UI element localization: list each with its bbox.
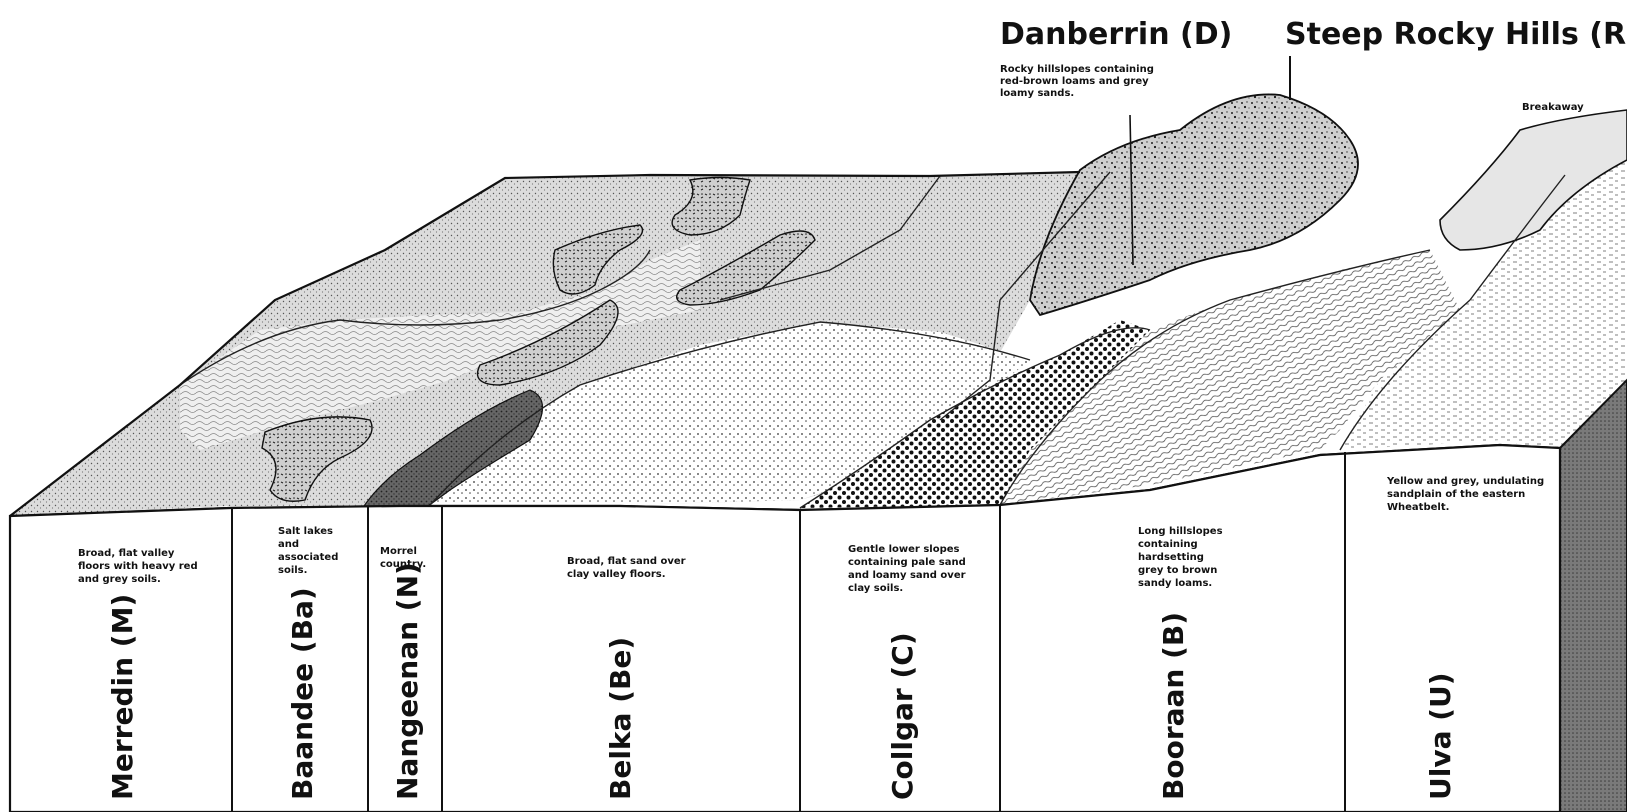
- breakaway-label: Breakaway: [1522, 102, 1584, 113]
- unit-label-belka: Belka (Be): [604, 637, 637, 800]
- unit-label-merredin: Merredin (M): [106, 594, 139, 800]
- steep-rocky-hills-title: Steep Rocky Hills (R): [1285, 17, 1627, 52]
- block-side-face: [1560, 380, 1627, 812]
- danberrin-description: Rocky hillslopes containing red-brown lo…: [1000, 64, 1157, 99]
- danberrin-title: Danberrin (D): [1000, 17, 1232, 52]
- unit-label-nangeenan: Nangeenan (N): [391, 562, 424, 800]
- unit-label-booraan: Booraan (B): [1157, 612, 1190, 800]
- unit-label-ulva: Ulva (U): [1424, 672, 1457, 800]
- unit-label-baandee: Baandee (Ba): [286, 587, 319, 800]
- unit-label-collgar: Collgar (C): [886, 632, 919, 800]
